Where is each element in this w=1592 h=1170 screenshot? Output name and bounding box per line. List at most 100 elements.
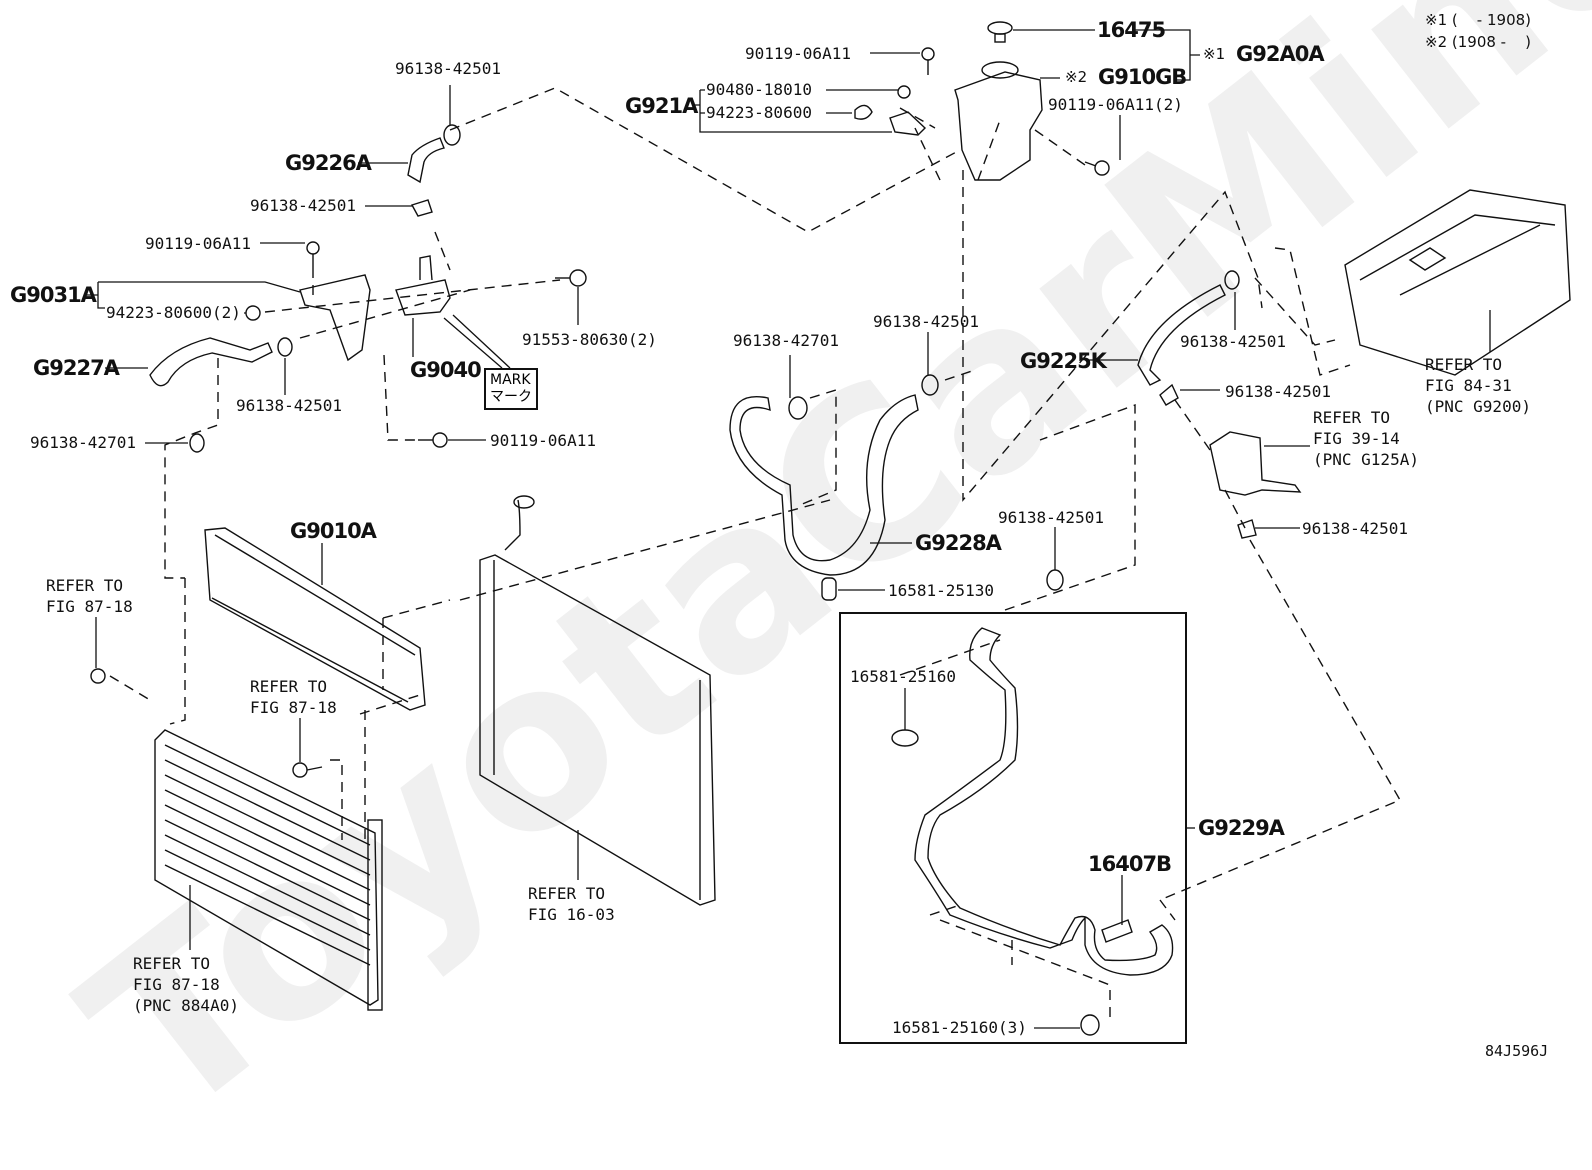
part-label-clamp[interactable]: 16581-25130 <box>888 581 994 600</box>
part-label-clamp[interactable]: 96138-42501 <box>1180 332 1286 351</box>
clip-icon <box>897 85 911 99</box>
part-label-bolt[interactable]: 90119-06A11 <box>490 431 596 450</box>
dash-line <box>1174 399 1211 451</box>
clamp-icon <box>891 729 919 747</box>
clamp-icon <box>443 124 461 146</box>
dash-line <box>929 904 1111 1020</box>
part-label-clamp[interactable]: 96138-42501 <box>395 59 501 78</box>
dash-line <box>1274 247 1351 376</box>
part-label-clamp[interactable]: 96138-42501 <box>236 396 342 415</box>
clamp-icon <box>277 337 293 357</box>
reservoir-tank-g910gb <box>954 71 1043 181</box>
dash-line <box>299 289 471 339</box>
reference-bolt-center[interactable]: REFER TO FIG 87-18 <box>250 677 337 717</box>
dash-line <box>459 499 831 601</box>
dash-line <box>1254 277 1336 346</box>
clamp-icon <box>921 374 939 396</box>
part-label-hose-g9225k[interactable]: G9225K <box>1020 349 1107 373</box>
clamp-icon <box>189 433 205 453</box>
dash-line <box>977 119 1001 181</box>
dash-line <box>899 639 1001 676</box>
mark-label-ja: マーク <box>490 389 532 405</box>
reservoir-neck <box>981 61 1019 79</box>
bolt-icon <box>569 269 587 287</box>
nut-icon <box>854 104 873 120</box>
bolt-icon <box>921 47 935 61</box>
mark-box: MARK マーク <box>484 368 538 410</box>
hose-g9228a <box>729 394 919 576</box>
hose-g9226a <box>407 137 445 184</box>
part-label-bolt[interactable]: 91553-80630(2) <box>522 330 657 349</box>
reference-radiator[interactable]: REFER TO FIG 16-03 <box>528 884 615 924</box>
part-label-bolt[interactable]: 90119-06A11 <box>145 234 251 253</box>
dash-line <box>359 599 451 715</box>
condenser <box>154 729 379 1006</box>
bolt-icon <box>432 432 448 448</box>
part-label-clamp[interactable]: 96138-42701 <box>733 331 839 350</box>
dash-line <box>899 107 936 129</box>
dash-line <box>434 231 451 271</box>
part-label-bolt[interactable]: 90119-06A11 <box>745 44 851 63</box>
part-label-assy-g92a0a[interactable]: G92A0A <box>1236 42 1325 66</box>
note-marker-1: ※1 <box>1203 45 1226 63</box>
part-label-bracket-g9031a[interactable]: G9031A <box>10 283 97 307</box>
part-label-clamp[interactable]: 96138-42501 <box>250 196 356 215</box>
bracket-g921a <box>889 111 927 136</box>
bolt-icon <box>292 762 308 778</box>
clamp-icon <box>1237 519 1257 539</box>
cooler-g9010a <box>204 527 426 711</box>
union-16407b <box>1101 919 1133 943</box>
mark-label-en: MARK <box>490 372 531 388</box>
connection-lines <box>109 87 1402 1020</box>
part-label-nut[interactable]: 94223-80600(2) <box>106 303 241 322</box>
part-label-hose-g9229a[interactable]: G9229A <box>1198 816 1285 840</box>
part-label-water-pump-g9040[interactable]: G9040 <box>410 358 482 382</box>
dash-line <box>1034 129 1086 166</box>
dash-line <box>109 675 151 701</box>
clamp-icon <box>1224 270 1240 290</box>
reference-reservoir-g125a[interactable]: REFER TO FIG 39-14 (PNC G125A) <box>1313 408 1419 469</box>
part-label-cap-16475[interactable]: 16475 <box>1097 18 1166 42</box>
part-label-clamp[interactable]: 96138-42501 <box>873 312 979 331</box>
dash-line <box>1224 489 1246 529</box>
leader-lines <box>84 29 1491 1029</box>
part-label-bolt[interactable]: 90119-06A11(2) <box>1048 95 1183 114</box>
reference-bolt-left[interactable]: REFER TO FIG 87-18 <box>46 576 133 616</box>
part-label-nut[interactable]: 94223-80600 <box>706 103 812 122</box>
dash-line <box>164 358 219 579</box>
reservoir-g125a <box>1209 431 1302 496</box>
radiator <box>479 554 716 906</box>
part-label-clip[interactable]: 90480-18010 <box>706 80 812 99</box>
clamp-icon <box>1046 569 1064 591</box>
dash-line <box>264 279 561 313</box>
part-label-clamp[interactable]: 16581-25160 <box>850 667 956 686</box>
dash-line <box>330 759 343 840</box>
part-label-union-16407b[interactable]: 16407B <box>1088 852 1172 876</box>
part-label-hose-g9226a[interactable]: G9226A <box>285 151 372 175</box>
clamp-icon <box>788 396 808 420</box>
clamp-icon <box>410 199 433 217</box>
part-label-clamp[interactable]: 96138-42501 <box>998 508 1104 527</box>
part-label-clamp[interactable]: 16581-25160(3) <box>892 1018 1027 1037</box>
clamp-icon <box>1080 1014 1100 1036</box>
part-label-tank-g910gb[interactable]: G910GB <box>1098 65 1187 89</box>
reference-condenser[interactable]: REFER TO FIG 87-18 (PNC 884A0) <box>133 954 239 1015</box>
dash-line <box>383 354 415 441</box>
dash-line <box>449 87 961 233</box>
hose-g9229a <box>914 627 1174 976</box>
bolt-icon <box>1094 160 1110 176</box>
note-marker-2: ※2 <box>1065 68 1088 86</box>
cap-16475 <box>987 21 1013 35</box>
part-label-bracket-g921a[interactable]: G921A <box>625 94 698 118</box>
part-label-clamp[interactable]: 96138-42501 <box>1302 519 1408 538</box>
part-label-hose-g9227a[interactable]: G9227A <box>33 356 120 380</box>
note-1: ※1 ( - 1908) <box>1425 11 1532 29</box>
part-label-cooler-g9010a[interactable]: G9010A <box>290 519 377 543</box>
figure-code: 84J596J <box>1485 1042 1549 1060</box>
hose-g9225k <box>1137 284 1226 386</box>
part-label-clamp[interactable]: 96138-42701 <box>30 433 136 452</box>
reference-inverter[interactable]: REFER TO FIG 84-31 (PNC G9200) <box>1425 355 1531 416</box>
hose-g9227a <box>149 337 273 387</box>
part-label-hose-g9228a[interactable]: G9228A <box>915 531 1002 555</box>
part-label-clamp[interactable]: 96138-42501 <box>1225 382 1331 401</box>
